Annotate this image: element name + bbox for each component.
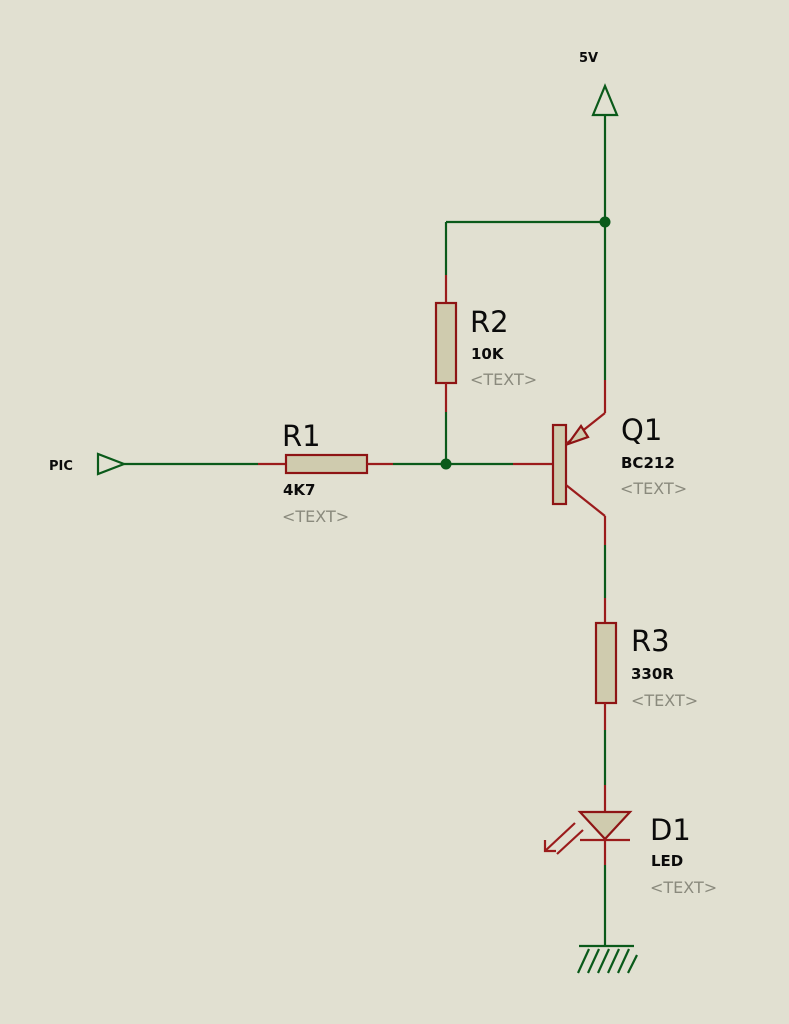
power-label: 5V [579, 51, 598, 66]
ground-hatch [577, 948, 638, 974]
d1-text-placeholder: <TEXT> [650, 878, 717, 897]
d1-ref-label: D1 [650, 813, 691, 847]
ground-icon[interactable] [577, 944, 638, 974]
r2-body [434, 301, 458, 385]
d1-value-label: LED [651, 852, 683, 870]
r3-ref-label: R3 [631, 624, 670, 658]
junction-top [599, 216, 611, 228]
resistor-r2[interactable]: R2 10K <TEXT> [434, 275, 537, 412]
r2-ref-label: R2 [470, 305, 509, 339]
wires [124, 115, 607, 946]
r1-text-placeholder: <TEXT> [282, 507, 349, 526]
light-emission-icon [543, 822, 584, 855]
q1-emitter-arrow-icon [565, 424, 590, 447]
input-port-pic[interactable]: PIC [49, 452, 128, 476]
r2-value-label: 10K [471, 345, 505, 363]
resistor-r3[interactable]: R3 330R <TEXT> [594, 598, 698, 730]
r1-body [284, 453, 369, 475]
q1-collector-lead [565, 484, 606, 517]
power-terminal-5v[interactable]: 5V [579, 51, 619, 117]
r3-text-placeholder: <TEXT> [631, 691, 698, 710]
q1-text-placeholder: <TEXT> [620, 479, 687, 498]
r3-value-label: 330R [631, 665, 674, 683]
junction-base-node [440, 458, 452, 470]
d1-triangle [577, 810, 633, 841]
r2-text-placeholder: <TEXT> [470, 370, 537, 389]
led-d1[interactable]: D1 LED <TEXT> [543, 785, 717, 897]
r1-value-label: 4K7 [283, 481, 316, 499]
r3-body [594, 621, 618, 705]
q1-base-bar [551, 423, 568, 506]
resistor-r1[interactable]: R1 4K7 <TEXT> [258, 419, 393, 526]
input-arrow-icon [96, 452, 128, 476]
power-arrow-icon [591, 83, 619, 117]
q1-ref-label: Q1 [621, 413, 662, 447]
r1-ref-label: R1 [282, 419, 321, 453]
input-port-label: PIC [49, 459, 73, 474]
q1-value-label: BC212 [621, 454, 675, 472]
transistor-q1[interactable]: Q1 BC212 <TEXT> [513, 380, 687, 545]
